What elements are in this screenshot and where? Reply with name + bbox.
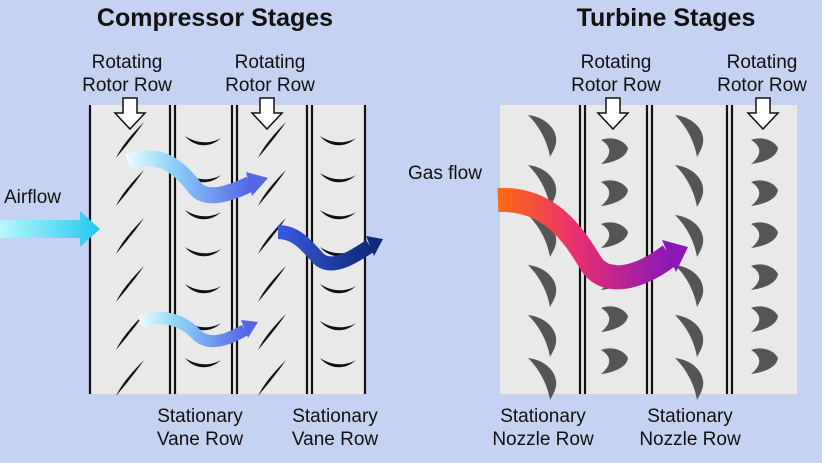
down-arrow-icon xyxy=(596,97,630,131)
compressor-rotor-label-1: Rotating Rotor Row xyxy=(82,52,172,96)
down-arrow-icon xyxy=(250,97,284,131)
compressor-rotor-label-2: Rotating Rotor Row xyxy=(225,52,315,96)
down-arrow-icon xyxy=(113,97,147,131)
gas-flow-arrow xyxy=(497,187,688,290)
compressor-flow-arrows xyxy=(125,150,383,348)
compressor-vane-label-2: Stationary Vane Row xyxy=(291,406,379,450)
compressor-vane-label-1: Stationary Vane Row xyxy=(156,406,244,450)
rotor-direction-arrows xyxy=(113,97,780,131)
airflow-arrow-icon xyxy=(0,211,100,247)
airflow-label: Airflow xyxy=(4,187,62,208)
turbine-nozzle-label-2: Stationary Nozzle Row xyxy=(639,406,741,450)
gasflow-label: Gas flow xyxy=(408,163,482,184)
turbine-rotor-label-2: Rotating Rotor Row xyxy=(717,52,807,96)
turbine-nozzle-label-1: Stationary Nozzle Row xyxy=(492,406,594,450)
compressor-title: Compressor Stages xyxy=(96,4,334,32)
turbine-rotor-label-1: Rotating Rotor Row xyxy=(571,52,661,96)
turbine-title: Turbine Stages xyxy=(576,4,756,32)
down-arrow-icon xyxy=(746,97,780,131)
